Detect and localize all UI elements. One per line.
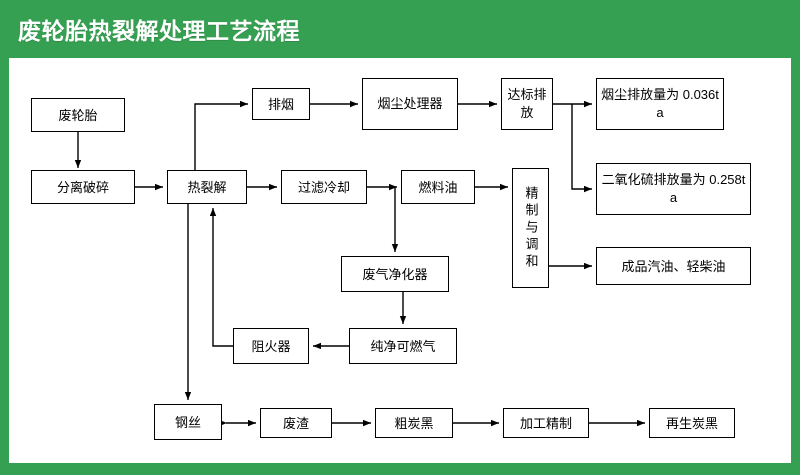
node-filter-cool[interactable]: 过滤冷却: [281, 170, 367, 204]
node-flame-arrester[interactable]: 阻火器: [233, 328, 309, 364]
node-coarse-carbon-black[interactable]: 粗炭黑: [375, 408, 453, 438]
node-steel-wire[interactable]: 钢丝: [154, 404, 222, 440]
node-process-refine[interactable]: 加工精制: [503, 408, 589, 438]
node-refine-blend[interactable]: 精制与调和: [512, 168, 549, 288]
node-dust-processor[interactable]: 烟尘处理器: [362, 78, 458, 130]
node-pyrolysis[interactable]: 热裂解: [167, 170, 247, 204]
node-gasoline-diesel[interactable]: 成品汽油、轻柴油: [596, 247, 751, 285]
node-dust-emission-value[interactable]: 烟尘排放量为 0.036t a: [596, 78, 724, 130]
node-standard-emission[interactable]: 达标排放: [501, 78, 553, 130]
node-waste-slag[interactable]: 废渣: [260, 408, 332, 438]
node-exhaust-smoke[interactable]: 排烟: [252, 88, 310, 120]
node-fuel-oil[interactable]: 燃料油: [401, 170, 475, 204]
node-pure-gas[interactable]: 纯净可燃气: [349, 328, 457, 364]
node-recycled-carbon-black[interactable]: 再生炭黑: [649, 408, 735, 438]
node-gas-purifier[interactable]: 废气净化器: [341, 256, 449, 292]
diagram-canvas: 废轮胎 分离破碎 热裂解 排烟 烟尘处理器 达标排放 烟尘排放量为 0.036t…: [9, 58, 791, 463]
page-title: 废轮胎热裂解处理工艺流程: [18, 18, 300, 44]
node-waste-tire[interactable]: 废轮胎: [31, 98, 125, 132]
node-separate-crush[interactable]: 分离破碎: [31, 170, 135, 204]
node-so2-emission-value[interactable]: 二氧化硫排放量为 0.258t a: [596, 163, 751, 215]
